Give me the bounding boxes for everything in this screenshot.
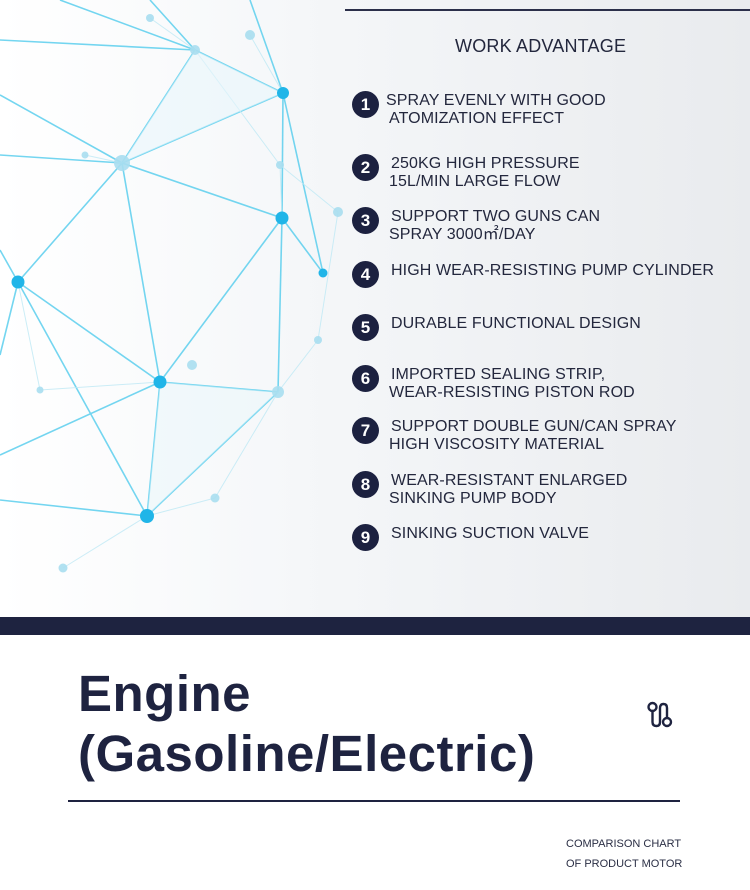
heading-underline — [68, 800, 680, 802]
advantage-item-2: 2 250KG HIGH PRESSURE 15L/MIN LARGE FLOW — [352, 154, 580, 191]
number-badge: 6 — [352, 365, 379, 392]
number-badge: 4 — [352, 261, 379, 288]
advantage-text-line1: 250KG HIGH PRESSURE — [391, 155, 580, 172]
advantage-text-line1: IMPORTED SEALING STRIP, — [391, 366, 606, 383]
advantage-text-line2: WEAR-RESISTING PISTON ROD — [389, 384, 635, 401]
route-icon — [647, 701, 673, 728]
number-badge: 3 — [352, 207, 379, 234]
advantage-text-line1: WEAR-RESISTANT ENLARGED — [391, 472, 628, 489]
advantage-text-line1: SINKING SUCTION VALVE — [391, 525, 589, 542]
number-badge: 8 — [352, 471, 379, 498]
advantage-item-9: 9 SINKING SUCTION VALVE — [352, 524, 589, 551]
advantage-text-line2: 15L/MIN LARGE FLOW — [389, 173, 561, 190]
number-badge: 5 — [352, 314, 379, 341]
top-rule — [345, 9, 750, 11]
comparison-caption: COMPARISON CHART OF PRODUCT MOTOR — [566, 834, 682, 874]
advantage-text-line1: SUPPORT TWO GUNS CAN — [391, 208, 601, 225]
advantage-item-8: 8 WEAR-RESISTANT ENLARGED SINKING PUMP B… — [352, 471, 628, 508]
number-badge: 7 — [352, 417, 379, 444]
network-sphere-graphic — [0, 0, 343, 573]
advantage-text-line2: SPRAY 3000㎡/DAY — [389, 226, 536, 243]
engine-heading: Engine (Gasoline/Electric) — [78, 664, 535, 784]
advantage-text-line1: DURABLE FUNCTIONAL DESIGN — [391, 315, 641, 332]
work-advantage-title: WORK ADVANTAGE — [455, 36, 627, 56]
advantage-item-3: 3 SUPPORT TWO GUNS CAN SPRAY 3000㎡/DAY — [352, 207, 601, 244]
number-badge: 2 — [352, 154, 379, 181]
advantage-item-6: 6 IMPORTED SEALING STRIP, WEAR-RESISTING… — [352, 365, 635, 402]
advantage-item-5: 5 DURABLE FUNCTIONAL DESIGN — [352, 314, 641, 341]
number-badge: 9 — [352, 524, 379, 551]
engine-heading-line2: (Gasoline/Electric) — [78, 725, 536, 782]
caption-line1: COMPARISON CHART — [566, 838, 682, 850]
caption-line2: OF PRODUCT MOTOR — [566, 858, 683, 870]
number-badge: 1 — [352, 91, 379, 118]
advantage-item-1: 1 SPRAY EVENLY WITH GOOD ATOMIZATION EFF… — [352, 91, 606, 128]
advantage-text-line2: SINKING PUMP BODY — [389, 490, 557, 507]
work-advantage-panel: WORK ADVANTAGE 1 SPRAY EVENLY WITH GOOD … — [0, 0, 750, 617]
advantage-item-7: 7 SUPPORT DOUBLE GUN/CAN SPRAY HIGH VISC… — [352, 417, 677, 454]
advantage-text-line1: SUPPORT DOUBLE GUN/CAN SPRAY — [391, 418, 677, 435]
advantage-text-line2: HIGH VISCOSITY MATERIAL — [389, 436, 605, 453]
advantage-text-line1: SPRAY EVENLY WITH GOOD — [386, 92, 606, 109]
advantage-text-line1: HIGH WEAR-RESISTING PUMP CYLINDER — [391, 262, 715, 279]
advantage-item-4: 4 HIGH WEAR-RESISTING PUMP CYLINDER — [352, 261, 715, 288]
section-divider-band — [0, 617, 750, 635]
engine-heading-line1: Engine — [78, 665, 252, 722]
advantage-text-line2: ATOMIZATION EFFECT — [389, 110, 565, 127]
